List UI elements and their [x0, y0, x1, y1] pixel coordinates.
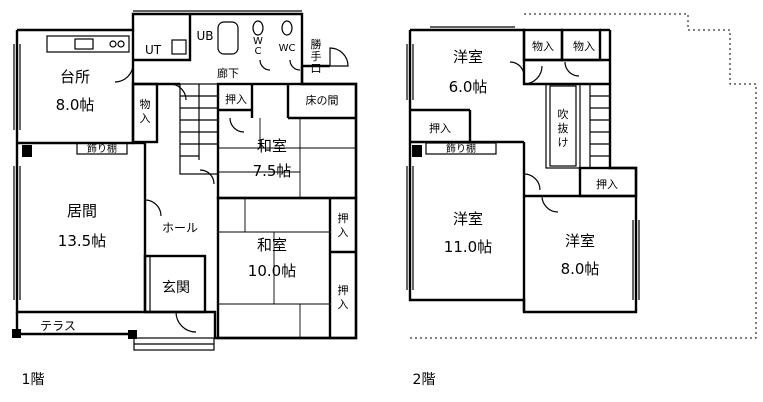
door-swing — [144, 199, 162, 217]
stove-burner-icon — [109, 40, 117, 48]
floor2-windows — [406, 26, 640, 300]
floor1-labels: 台所 8.0帖 UT UB W C WC 勝 手 口 廊下 物 入 押入 床の間… — [22, 29, 349, 388]
living-name: 居間 — [67, 202, 97, 220]
ut-label: UT — [145, 43, 162, 57]
washitsu1-name: 和室 — [257, 137, 287, 155]
door-swing — [541, 195, 559, 213]
ub-label: UB — [196, 29, 213, 43]
void-label-1: 吹 — [558, 108, 569, 121]
void-area — [549, 85, 577, 167]
floor1-column — [22, 145, 32, 157]
entrance-wall — [143, 254, 207, 314]
terrace-label: テラス — [40, 319, 76, 333]
door-swing — [523, 173, 541, 191]
closet-b-box — [578, 166, 638, 198]
floor1-caption: 1階 — [22, 372, 45, 388]
door-swing — [175, 311, 197, 333]
floor2-column — [412, 145, 422, 157]
service-door-label-3: 口 — [311, 62, 322, 75]
storage1-label-2: 入 — [140, 112, 151, 125]
shelf2-outline — [425, 142, 497, 155]
terrace-post — [12, 329, 21, 338]
floor2-caption: 2階 — [413, 372, 436, 388]
closet3-label-1: 押 — [338, 283, 349, 297]
service-door-label-2: 手 — [311, 49, 322, 63]
storage1-label-1: 物 — [140, 97, 151, 111]
closet1-label: 押入 — [225, 92, 247, 106]
terrace-post — [128, 330, 137, 339]
door-swing — [564, 61, 580, 77]
washitsu1-size: 7.5帖 — [253, 162, 292, 180]
corridor-label: 廊下 — [217, 66, 239, 80]
door-swing — [169, 83, 187, 101]
wet-area-walls — [133, 14, 192, 62]
door-swing — [114, 63, 134, 83]
room1-name: 洋室 — [453, 48, 483, 66]
shelf1-label: 飾り棚 — [87, 142, 117, 155]
closet-a-label: 押入 — [429, 121, 451, 135]
kitchen-name: 台所 — [60, 68, 90, 86]
kitchen-size: 8.0帖 — [56, 96, 95, 114]
washitsu2-wall — [216, 196, 358, 340]
tokonoma-label: 床の間 — [306, 93, 339, 107]
closet-b-label: 押入 — [596, 177, 618, 191]
closet3-label-2: 入 — [338, 298, 349, 311]
toilet-icon — [281, 20, 293, 36]
living-size: 13.5帖 — [58, 232, 106, 250]
service-door-label-1: 勝 — [311, 37, 322, 51]
void-frame — [545, 83, 581, 169]
washitsu2-tatami — [218, 198, 330, 338]
stove-burner-icon — [117, 40, 125, 48]
shelf1-outline — [76, 142, 128, 155]
wc2-label: WC — [279, 43, 296, 54]
floor2-stairs — [589, 84, 610, 168]
entrance-label: 玄関 — [162, 279, 190, 296]
door-swing — [509, 61, 525, 77]
wc1-label-top: W — [253, 36, 263, 47]
kitchen-counter — [46, 35, 130, 53]
storage-a-label: 物入 — [532, 39, 554, 53]
wc1-label-bottom: C — [255, 46, 262, 57]
door-swing — [199, 169, 215, 185]
room3-size: 8.0帖 — [561, 260, 600, 278]
hall-label: ホール — [162, 221, 198, 235]
roof-outline — [410, 13, 757, 339]
floor1-plan — [12, 10, 358, 351]
void-label-3: け — [558, 136, 569, 149]
bathtub — [217, 21, 239, 55]
storage-b-label: 物入 — [573, 39, 595, 53]
washitsu2-name: 和室 — [257, 236, 287, 254]
door-swing — [523, 65, 543, 85]
room1-size: 6.0帖 — [449, 78, 488, 96]
door-swing — [289, 59, 301, 71]
shelf2-label: 飾り棚 — [446, 142, 476, 155]
floor1-windows — [13, 10, 302, 300]
washitsu1-tatami — [218, 118, 356, 198]
closet2-label-1: 押 — [338, 211, 349, 225]
toilet-icon — [252, 20, 264, 36]
door-swing — [229, 117, 245, 133]
closet2-label-2: 入 — [338, 226, 349, 239]
room3-name: 洋室 — [565, 232, 595, 250]
room2-size: 11.0帖 — [444, 238, 492, 256]
service-door-swing — [329, 47, 349, 67]
void-label-2: 抜 — [558, 121, 569, 135]
floor2-labels: 洋室 6.0帖 物入 物入 押入 吹 抜 け 飾り棚 洋室 11.0帖 押入 洋… — [413, 39, 618, 388]
washitsu2-size: 10.0帖 — [248, 262, 296, 280]
door-swing — [259, 59, 271, 71]
washbasin — [171, 39, 187, 55]
kitchen-sink — [74, 38, 94, 50]
floor2-plan — [406, 13, 757, 339]
room2-name: 洋室 — [453, 210, 483, 228]
